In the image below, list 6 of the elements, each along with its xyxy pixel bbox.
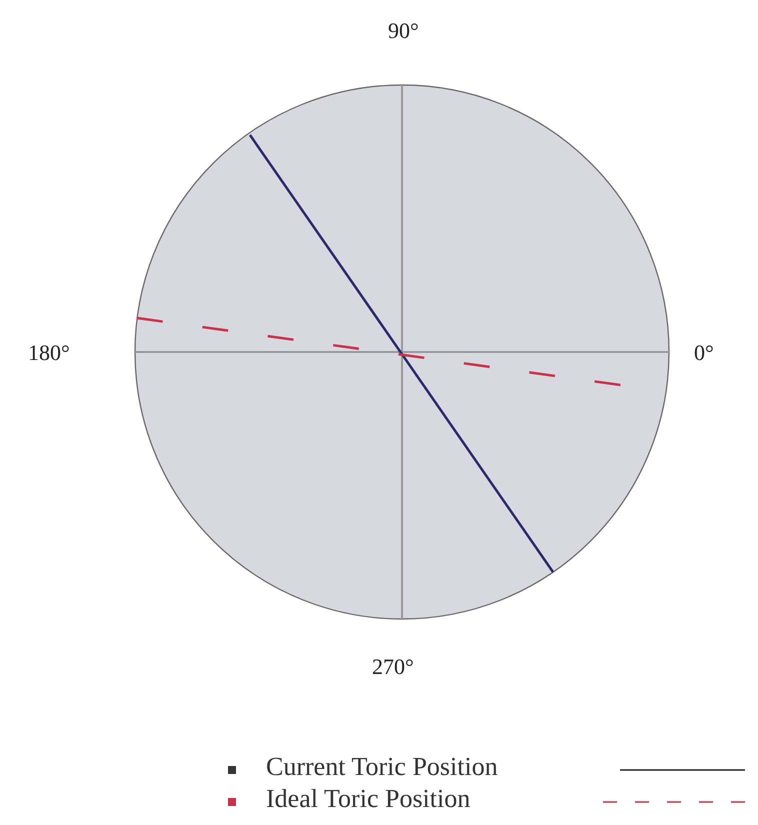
angle-label: 90° xyxy=(388,18,419,44)
angle-label: 0° xyxy=(694,340,714,366)
legend-label: Ideal Toric Position xyxy=(266,784,470,814)
angle-label: 180° xyxy=(28,340,70,366)
angle-label: 270° xyxy=(372,654,414,680)
legend-label: Current Toric Position xyxy=(266,752,498,782)
